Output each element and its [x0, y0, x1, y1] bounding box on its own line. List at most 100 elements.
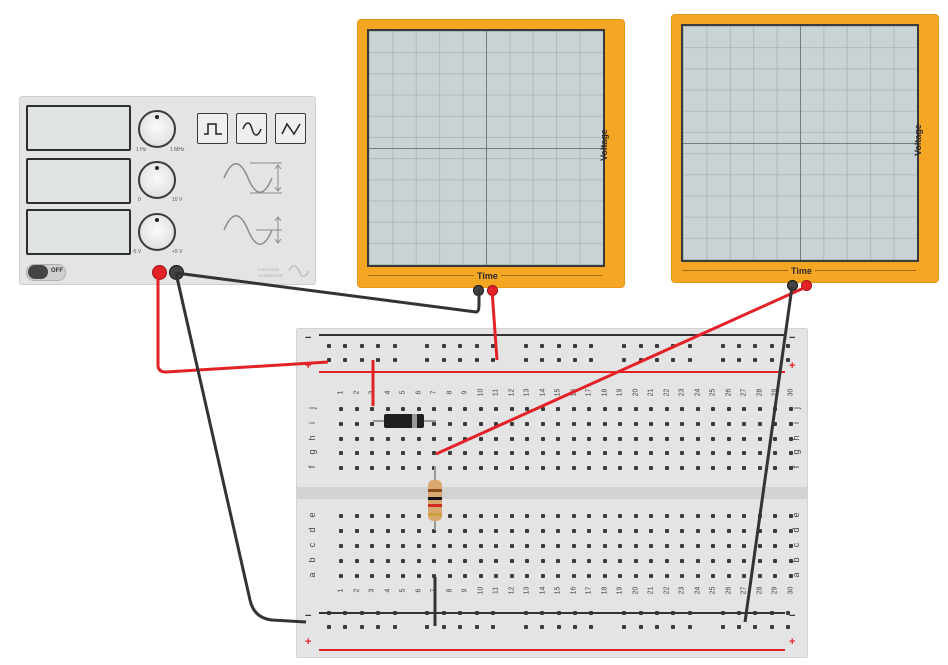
breadboard-hole[interactable] — [633, 451, 638, 455]
breadboard-hole[interactable] — [587, 529, 591, 533]
rail-hole[interactable] — [687, 344, 692, 348]
breadboard-hole[interactable] — [695, 466, 700, 470]
breadboard-hole[interactable] — [695, 544, 700, 548]
breadboard-hole[interactable] — [556, 437, 560, 441]
breadboard-hole[interactable] — [370, 407, 374, 411]
breadboard-hole[interactable] — [401, 529, 405, 533]
breadboard-hole[interactable] — [478, 451, 483, 455]
breadboard-hole[interactable] — [432, 437, 436, 441]
breadboard-hole[interactable] — [587, 451, 591, 455]
breadboard-hole[interactable] — [370, 529, 374, 533]
breadboard-hole[interactable] — [726, 559, 731, 563]
rail-hole[interactable] — [474, 344, 479, 348]
breadboard-hole[interactable] — [587, 422, 591, 426]
breadboard-hole[interactable] — [354, 559, 359, 563]
breadboard-hole[interactable] — [385, 544, 390, 548]
breadboard-hole[interactable] — [463, 529, 467, 533]
breadboard-hole[interactable] — [664, 544, 669, 548]
rail-hole[interactable] — [540, 358, 545, 362]
breadboard-hole[interactable] — [664, 466, 669, 470]
breadboard-hole[interactable] — [354, 422, 359, 426]
breadboard-hole[interactable] — [602, 437, 607, 441]
breadboard-hole[interactable] — [339, 466, 343, 470]
breadboard-hole[interactable] — [478, 437, 483, 441]
breadboard-hole[interactable] — [416, 407, 421, 411]
breadboard-hole[interactable] — [742, 422, 746, 426]
breadboard-hole[interactable] — [509, 437, 514, 441]
resistor[interactable] — [428, 466, 442, 530]
breadboard-hole[interactable] — [788, 544, 793, 548]
breadboard-hole[interactable] — [463, 437, 467, 441]
oscilloscope-right-positive-probe[interactable] — [801, 280, 812, 291]
breadboard-hole[interactable] — [618, 451, 622, 455]
breadboard-hole[interactable] — [478, 544, 483, 548]
breadboard-hole[interactable] — [618, 574, 622, 578]
rail-hole[interactable] — [769, 625, 774, 629]
rail-hole[interactable] — [458, 625, 463, 629]
breadboard-hole[interactable] — [447, 422, 452, 426]
rail-hole[interactable] — [720, 358, 725, 362]
breadboard-hole[interactable] — [680, 529, 684, 533]
breadboard-hole[interactable] — [432, 529, 436, 533]
breadboard-hole[interactable] — [757, 529, 762, 533]
breadboard-hole[interactable] — [401, 437, 405, 441]
breadboard-hole[interactable] — [385, 407, 390, 411]
frequency-knob[interactable] — [138, 110, 176, 148]
breadboard-hole[interactable] — [742, 407, 746, 411]
breadboard-hole[interactable] — [447, 407, 452, 411]
breadboard-hole[interactable] — [509, 407, 514, 411]
breadboard-hole[interactable] — [788, 451, 793, 455]
rail-hole[interactable] — [753, 625, 758, 629]
scope-left-ground-wire[interactable] — [175, 271, 481, 314]
breadboard-hole[interactable] — [339, 451, 343, 455]
breadboard-hole[interactable] — [354, 574, 359, 578]
rail-hole[interactable] — [458, 344, 463, 348]
breadboard-hole[interactable] — [695, 422, 700, 426]
rail-hole[interactable] — [589, 358, 594, 362]
breadboard-hole[interactable] — [525, 574, 529, 578]
scope-right-signal-wire[interactable] — [435, 285, 807, 456]
breadboard-hole[interactable] — [509, 466, 514, 470]
breadboard-hole[interactable] — [339, 437, 343, 441]
square-wave-button[interactable] — [197, 113, 228, 144]
rail-hole[interactable] — [343, 358, 348, 362]
breadboard-hole[interactable] — [726, 466, 731, 470]
breadboard-hole[interactable] — [339, 544, 343, 548]
breadboard-hole[interactable] — [664, 422, 669, 426]
breadboard-hole[interactable] — [447, 451, 452, 455]
breadboard-hole[interactable] — [773, 559, 777, 563]
breadboard-hole[interactable] — [602, 574, 607, 578]
breadboard-hole[interactable] — [432, 422, 436, 426]
rail-hole[interactable] — [474, 358, 479, 362]
breadboard-hole[interactable] — [370, 437, 374, 441]
breadboard-hole[interactable] — [742, 574, 746, 578]
breadboard-hole[interactable] — [525, 407, 529, 411]
breadboard-hole[interactable] — [742, 514, 746, 518]
breadboard-hole[interactable] — [649, 466, 653, 470]
breadboard-hole[interactable] — [664, 407, 669, 411]
breadboard-hole[interactable] — [540, 437, 545, 441]
breadboard-hole[interactable] — [773, 466, 777, 470]
breadboard-hole[interactable] — [339, 529, 343, 533]
breadboard-hole[interactable] — [370, 559, 374, 563]
breadboard-hole[interactable] — [757, 466, 762, 470]
rail-hole[interactable] — [622, 625, 627, 629]
breadboard-hole[interactable] — [540, 407, 545, 411]
breadboard-hole[interactable] — [587, 466, 591, 470]
breadboard-hole[interactable] — [664, 437, 669, 441]
breadboard-hole[interactable] — [587, 437, 591, 441]
breadboard-hole[interactable] — [571, 437, 576, 441]
breadboard-hole[interactable] — [478, 574, 483, 578]
rail-hole[interactable] — [392, 625, 397, 629]
breadboard-hole[interactable] — [726, 407, 731, 411]
breadboard-hole[interactable] — [494, 514, 498, 518]
breadboard-hole[interactable] — [432, 574, 436, 578]
breadboard-hole[interactable] — [540, 544, 545, 548]
rail-hole[interactable] — [359, 344, 364, 348]
breadboard-hole[interactable] — [680, 422, 684, 426]
breadboard-hole[interactable] — [370, 574, 374, 578]
breadboard-hole[interactable] — [509, 559, 514, 563]
breadboard-hole[interactable] — [695, 451, 700, 455]
breadboard-hole[interactable] — [385, 437, 390, 441]
breadboard-hole[interactable] — [494, 422, 498, 426]
